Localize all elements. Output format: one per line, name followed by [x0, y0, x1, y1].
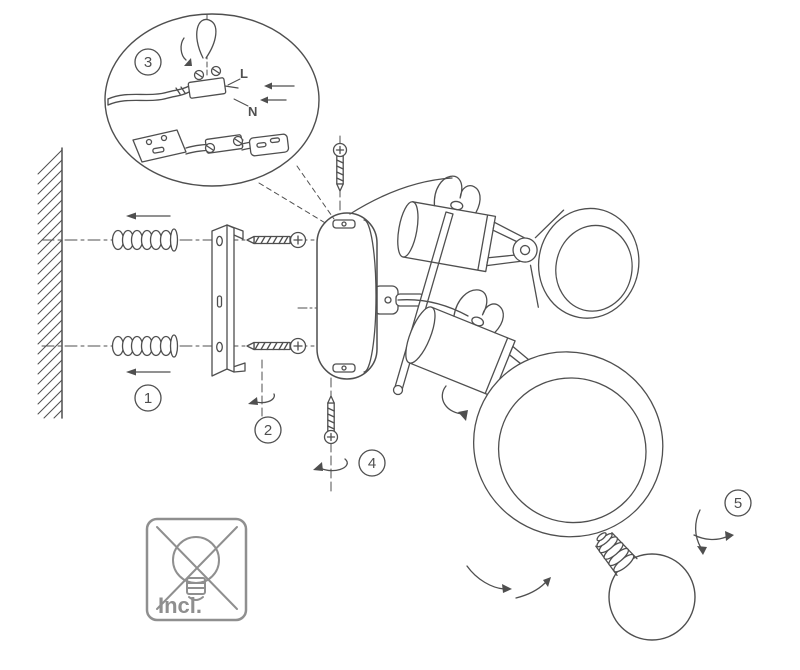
mounting-bracket — [211, 224, 246, 377]
canopy — [316, 212, 399, 380]
live-label: L — [240, 66, 248, 81]
insert-arrow-top — [126, 212, 171, 220]
spotlight-head-lower — [405, 289, 664, 538]
diagram: L N — [37, 13, 752, 641]
step-3-badge: 3 — [134, 48, 162, 76]
shade-upper — [537, 207, 640, 319]
cable-loop-upper — [433, 175, 481, 214]
step-5-number: 5 — [734, 495, 742, 512]
step-5-badge: 5 — [724, 489, 752, 517]
swivel-arrow-1 — [466, 565, 512, 593]
screw-vertical-top — [332, 142, 348, 192]
shade-lower — [472, 351, 664, 538]
badge-incl-label: Incl. — [158, 593, 202, 618]
cable-clamp — [132, 129, 290, 163]
tilt-arrow-lower-head — [441, 385, 468, 421]
light-bulb — [595, 532, 696, 641]
wall-plug-bottom — [111, 334, 179, 358]
balloon-leader-2 — [296, 165, 335, 220]
mains-cable — [107, 85, 190, 106]
screw-horizontal-top — [246, 231, 307, 249]
step-1-number: 1 — [144, 390, 152, 407]
wall-section — [37, 147, 63, 419]
wire-twist-tool — [180, 13, 217, 79]
wire-insert-arrow-1 — [264, 82, 295, 90]
step-2-badge: 2 — [254, 416, 282, 444]
step-2-number: 2 — [264, 422, 272, 439]
bulb-rotate-arrow-horizontal — [693, 531, 734, 541]
wiring-detail-balloon: L N — [104, 13, 320, 187]
neutral-label: N — [248, 104, 257, 119]
wall-plug-top — [111, 228, 179, 252]
badge-cross-icon — [156, 526, 238, 610]
bulb-included-badge: Incl. — [145, 517, 248, 622]
wall-hatching — [37, 149, 63, 419]
neutral-leader — [233, 98, 249, 107]
bulb-rotate-arrow-vertical — [694, 509, 707, 555]
badge-bulb-icon — [172, 536, 220, 601]
rotate-arrow-step4 — [313, 458, 348, 472]
live-leader — [227, 78, 241, 86]
screw-vertical-bottom — [323, 395, 339, 445]
balloon-leader-1 — [258, 182, 328, 225]
spotlight-head-upper — [397, 175, 640, 319]
terminal-block — [187, 65, 239, 99]
step-4-number: 4 — [368, 455, 376, 472]
wire-insert-arrow-2 — [260, 96, 287, 104]
swivel-arrow-2 — [515, 577, 551, 599]
cable-loop-lower — [453, 289, 504, 334]
step-4-badge: 4 — [358, 449, 386, 477]
insert-arrow-bottom — [126, 368, 171, 376]
step-1-badge: 1 — [134, 384, 162, 412]
bulb-screw-base — [595, 532, 638, 577]
step-3-number: 3 — [144, 54, 152, 71]
adjust-knob-upper — [512, 237, 538, 263]
screw-horizontal-bottom — [246, 337, 307, 355]
